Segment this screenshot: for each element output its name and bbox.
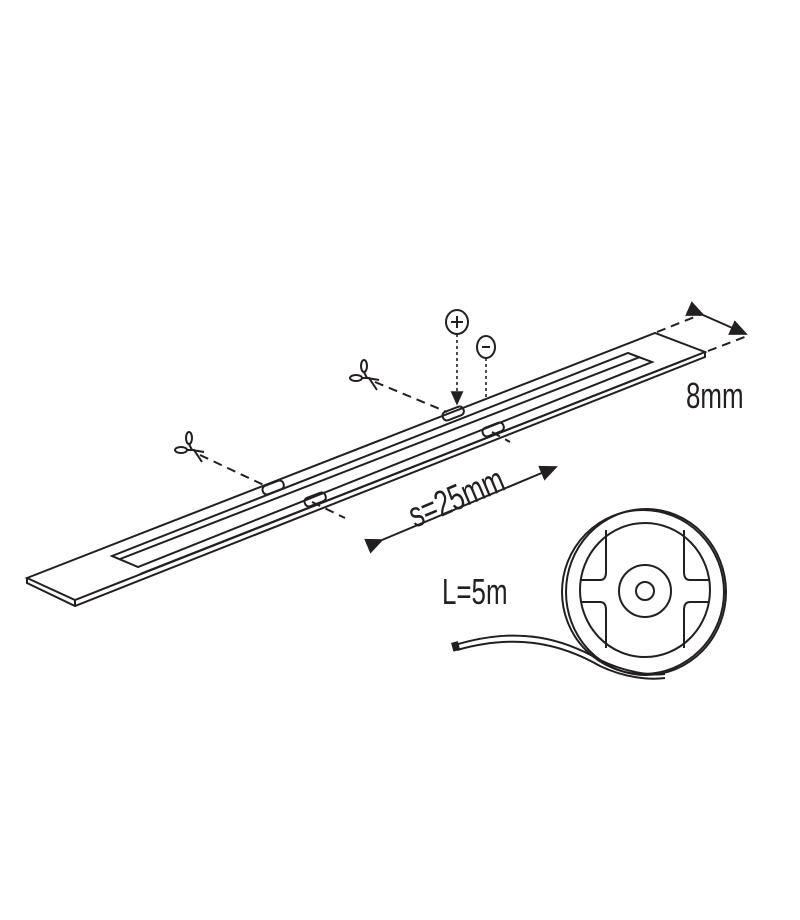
length-label: L=5m	[442, 572, 508, 612]
width-dimension: 8mm	[656, 301, 751, 416]
reel-icon	[451, 508, 727, 680]
scissors-icon	[174, 431, 205, 463]
width-label: 8mm	[686, 376, 744, 416]
spacing-dimension: s=25mm	[364, 459, 558, 554]
plus-terminal-icon: +	[445, 309, 469, 406]
minus-terminal-icon: -	[476, 335, 496, 398]
scissors-icon	[349, 359, 380, 391]
strip-window	[109, 351, 655, 569]
cut-line-2	[374, 381, 448, 413]
cut-line-1	[199, 454, 269, 488]
